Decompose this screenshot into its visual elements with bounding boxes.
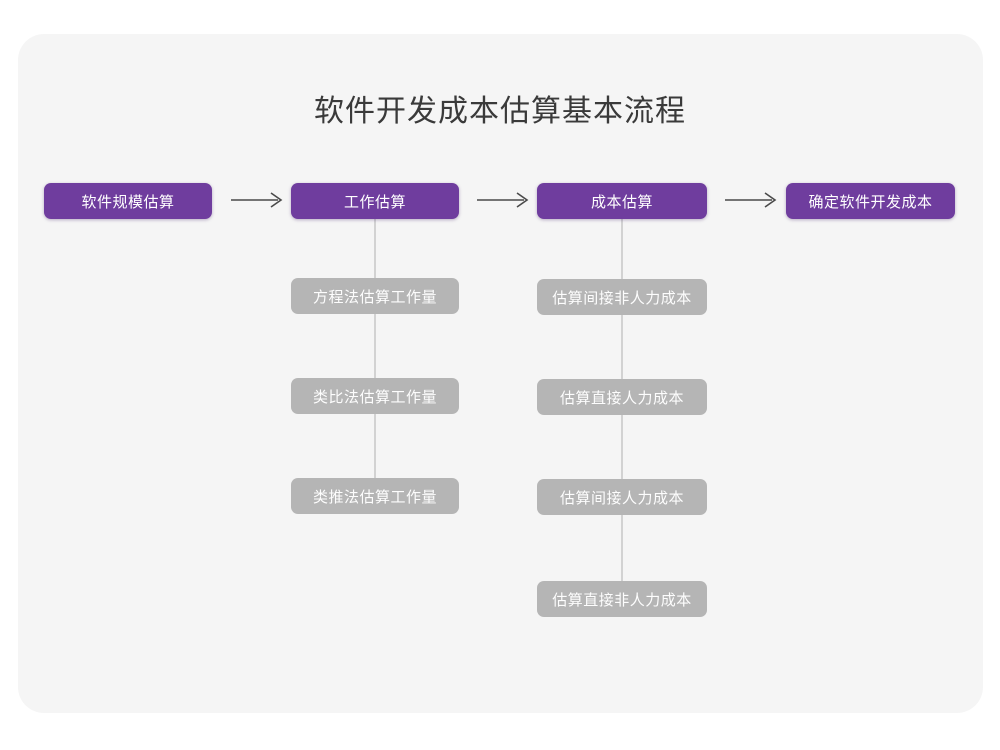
flow-step-3-substep-1[interactable]: 估算间接非人力成本 bbox=[537, 279, 707, 315]
flow-step-1-label: 软件规模估算 bbox=[81, 193, 175, 211]
flow-step-3-label: 成本估算 bbox=[590, 193, 653, 211]
flow-step-3-substep-4[interactable]: 估算直接非人力成本 bbox=[537, 581, 707, 617]
flow-step-2-substep-1[interactable]: 方程法估算工作量 bbox=[291, 278, 459, 314]
flow-step-3-substep-4-label: 估算直接非人力成本 bbox=[552, 591, 692, 609]
flow-step-2-substep-1-label: 方程法估算工作量 bbox=[312, 288, 437, 306]
connector-step2 bbox=[374, 218, 376, 498]
flow-step-2-label: 工作估算 bbox=[343, 193, 406, 211]
flow-step-2-substep-2[interactable]: 类比法估算工作量 bbox=[291, 378, 459, 414]
page-title: 软件开发成本估算基本流程 bbox=[314, 95, 686, 128]
flow-step-4-label: 确定软件开发成本 bbox=[808, 193, 933, 211]
flow-step-3[interactable]: 成本估算 bbox=[537, 183, 707, 219]
flow-step-3-substep-2[interactable]: 估算直接人力成本 bbox=[537, 379, 707, 415]
arrow-icon-2 bbox=[471, 183, 537, 217]
flow-step-1[interactable]: 软件规模估算 bbox=[44, 183, 212, 219]
flow-step-2-substep-3-label: 类推法估算工作量 bbox=[312, 488, 437, 506]
flow-step-2[interactable]: 工作估算 bbox=[291, 183, 459, 219]
flow-step-3-substep-1-label: 估算间接非人力成本 bbox=[552, 289, 692, 307]
flow-step-4[interactable]: 确定软件开发成本 bbox=[786, 183, 955, 219]
arrow-icon-3 bbox=[719, 183, 785, 217]
diagram-card bbox=[18, 34, 983, 713]
flow-step-3-substep-3[interactable]: 估算间接人力成本 bbox=[537, 479, 707, 515]
flow-step-3-substep-3-label: 估算间接人力成本 bbox=[559, 489, 684, 507]
arrow-icon-1 bbox=[225, 183, 291, 217]
flow-step-2-substep-3[interactable]: 类推法估算工作量 bbox=[291, 478, 459, 514]
flow-step-3-substep-2-label: 估算直接人力成本 bbox=[559, 389, 684, 407]
flow-step-2-substep-2-label: 类比法估算工作量 bbox=[312, 388, 437, 406]
